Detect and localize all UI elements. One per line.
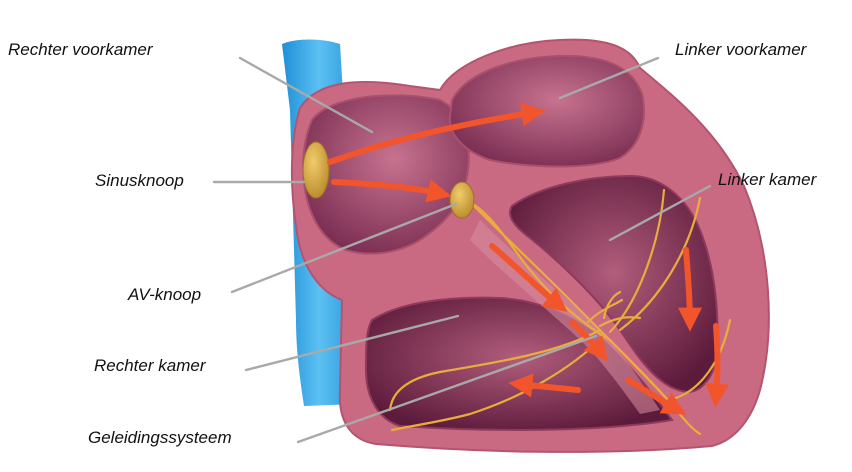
label-rechter-kamer: Rechter kamer [94, 356, 205, 376]
label-av-knoop: AV-knoop [128, 285, 201, 305]
av-node [450, 182, 474, 218]
sinus-node [303, 142, 329, 198]
label-linker-kamer: Linker kamer [718, 170, 816, 190]
label-sinusknoop: Sinusknoop [95, 171, 184, 191]
label-geleidingssysteem: Geleidingssysteem [88, 428, 232, 448]
label-rechter-voorkamer: Rechter voorkamer [8, 40, 153, 60]
label-linker-voorkamer: Linker voorkamer [675, 40, 806, 60]
